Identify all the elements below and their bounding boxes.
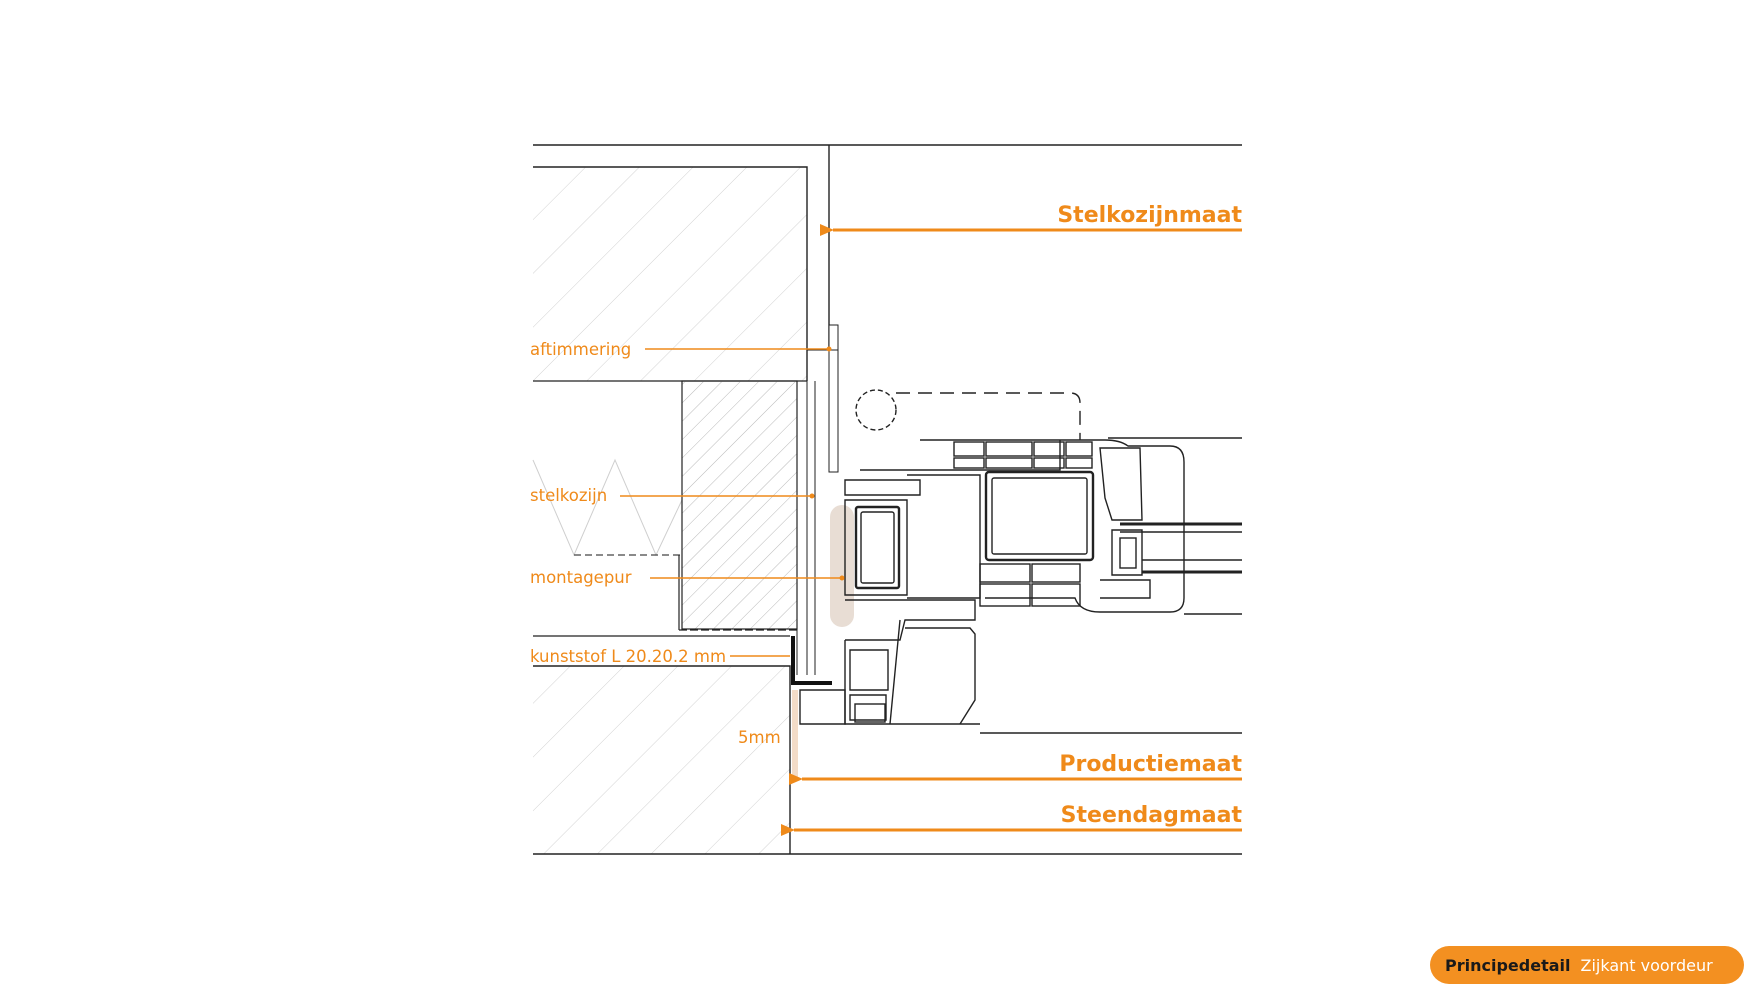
cavity-insulation <box>532 458 683 557</box>
label-kunststof: kunststof L 20.20.2 mm <box>530 647 726 666</box>
stelkozijn-frame <box>678 380 816 675</box>
dim-productiemaat: Productiemaat <box>1059 752 1242 777</box>
badge-title: Principedetail <box>1445 955 1571 975</box>
gap-strip <box>792 690 798 779</box>
dim-steendagmaat: Steendagmaat <box>1061 803 1243 828</box>
wall-lower <box>533 635 1242 855</box>
door-frame-profile <box>799 389 1242 734</box>
label-gap: 5mm <box>738 728 781 747</box>
aftimmering-board <box>807 324 839 473</box>
label-aftimmering: aftimmering <box>530 340 631 359</box>
label-montagepur: montagepur <box>530 568 632 587</box>
badge-subtitle: Zijkant voordeur <box>1580 955 1713 975</box>
montagepur-foam <box>830 505 854 627</box>
wall-upper <box>533 144 1242 382</box>
dim-stelkozijnmaat: Stelkozijnmaat <box>1057 203 1242 228</box>
l-profile <box>791 636 832 685</box>
annotation-dots <box>809 346 845 581</box>
label-stelkozijn: stelkozijn <box>530 486 607 505</box>
detail-badge: Principedetail Zijkant voordeur <box>1430 946 1744 984</box>
annotation-leaders <box>620 348 842 657</box>
